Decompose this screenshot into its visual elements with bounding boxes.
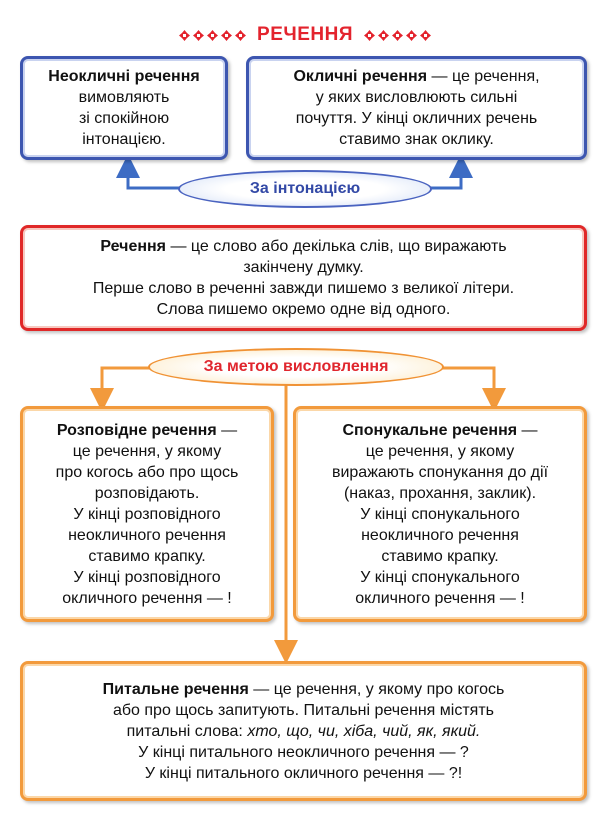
text-line: У кінці питального окличного речення — ?…	[144, 764, 463, 782]
text-line: ставимо крапку.	[88, 547, 206, 565]
text-line: неокличного речення	[68, 526, 226, 544]
box-definition: Речення — це слово або декілька слів, що…	[20, 225, 587, 331]
text-line: виражають спонукання до дії	[331, 463, 549, 481]
ornament-right	[363, 29, 432, 42]
text-line: закінчену думку.	[243, 259, 364, 276]
text-line: У кінці спонукального	[360, 505, 520, 523]
connector-intonation-left	[116, 154, 180, 190]
text-line: почуття. У кінці окличних речень	[295, 110, 538, 127]
text-line: це речення, у якому	[72, 442, 222, 460]
text-line: — це речення, у якому про когось	[248, 680, 505, 698]
connector-purpose-right	[440, 366, 506, 412]
box-exclamatory: Окличні речення — це речення, у яких вис…	[246, 56, 587, 160]
ornament-motif-icon	[207, 29, 219, 41]
term-declarative: Розповідне речення	[56, 421, 217, 439]
text-line: вимовляють	[78, 89, 170, 106]
term-imperative: Спонукальне речення	[342, 421, 518, 439]
text-line: У кінці розповідного	[73, 505, 221, 523]
ornament-left	[178, 29, 247, 42]
text-line: Перше слово в реченні завжди пишемо з ве…	[92, 280, 515, 297]
text-line: — це слово або декілька слів, що виражаю…	[166, 238, 507, 255]
ornament-motif-icon	[391, 29, 403, 41]
text-line: окличного речення — !	[62, 589, 232, 607]
oval-by-purpose: За метою висловлення	[148, 348, 444, 386]
text-line: —	[517, 421, 538, 439]
connector-purpose-left	[90, 366, 152, 412]
text-line: —	[216, 421, 238, 439]
ornament-motif-icon	[419, 29, 431, 41]
text-line: розповідають.	[94, 484, 200, 502]
ornament-motif-icon	[405, 29, 417, 41]
term-non-exclamatory: Неокличні речення	[48, 68, 200, 85]
ornament-motif-icon	[235, 29, 247, 41]
ornament-motif-icon	[363, 29, 375, 41]
question-words: хто, що, чи, хіба, чий, як, який.	[247, 722, 481, 740]
text-line: Слова пишемо окремо одне від одного.	[156, 301, 451, 318]
box-non-exclamatory: Неокличні речення вимовляють зі спокійно…	[20, 56, 228, 160]
text-line: про когось або про щось	[55, 463, 239, 481]
ornament-motif-icon	[377, 29, 389, 41]
ornament-motif-icon	[221, 29, 233, 41]
text-line: У кінці питального неокличного речення —…	[138, 743, 469, 761]
term-exclamatory: Окличні речення	[293, 68, 428, 85]
text-line: У кінці спонукального	[360, 568, 520, 586]
ornament-motif-icon	[193, 29, 205, 41]
text-line: зі спокійною	[78, 110, 170, 127]
text-line: або про щось запитують. Питальні речення…	[112, 701, 494, 719]
term-interrogative: Питальне речення	[102, 680, 249, 698]
text-line: окличного речення — !	[355, 589, 525, 607]
box-imperative: Спонукальне речення — це речення, у яком…	[293, 406, 587, 622]
text-line: (наказ, прохання, заклик).	[343, 484, 537, 502]
text-line: це речення, у якому	[365, 442, 515, 460]
box-declarative: Розповідне речення — це речення, у якому…	[20, 406, 274, 622]
oval-label: За метою висловлення	[203, 358, 389, 375]
connector-intonation-right	[430, 154, 473, 190]
title-row: РЕЧЕННЯ	[0, 18, 610, 52]
text-line: — це речення,	[427, 68, 540, 85]
text-line: У кінці розповідного	[73, 568, 221, 586]
ornament-motif-icon	[179, 29, 191, 41]
text-line: питальні слова:	[126, 722, 248, 740]
text-line: неокличного речення	[361, 526, 519, 544]
oval-label: За інтонацією	[249, 180, 361, 197]
box-interrogative: Питальне речення — це речення, у якому п…	[20, 661, 587, 801]
text-line: інтонацією.	[82, 131, 166, 148]
term-sentence: Речення	[100, 238, 166, 255]
text-line: ставимо знак оклику.	[339, 131, 494, 148]
oval-by-intonation: За інтонацією	[178, 170, 432, 208]
text-line: у яких висловлюють сильні	[315, 89, 518, 106]
page-title: РЕЧЕННЯ	[257, 24, 353, 45]
text-line: ставимо крапку.	[381, 547, 499, 565]
